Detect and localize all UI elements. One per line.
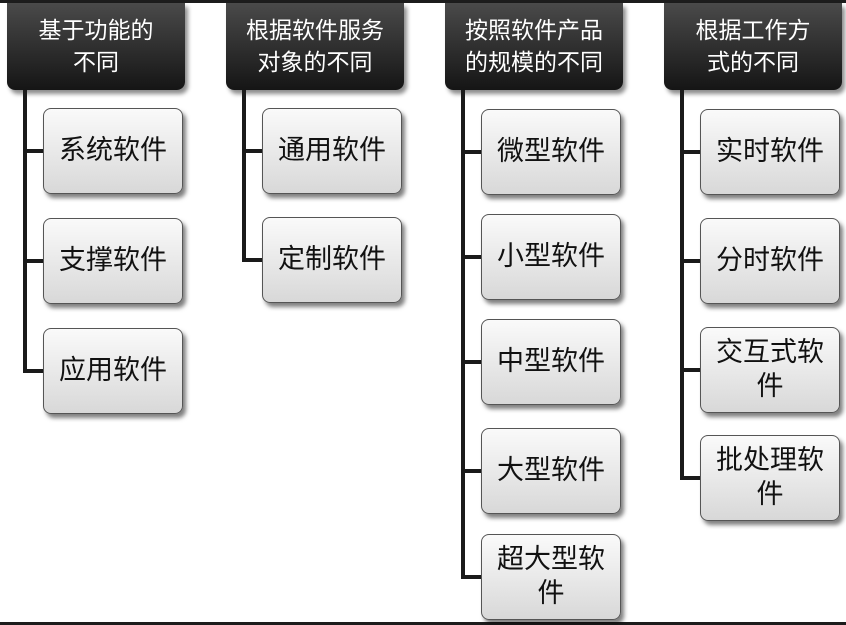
software-type-node: 实时软件 — [700, 109, 840, 195]
branch-connector — [680, 476, 700, 480]
software-type-node: 交互式软件 — [700, 327, 840, 413]
software-type-node: 批处理软件 — [700, 435, 840, 521]
branch-connector — [242, 149, 262, 153]
tree-connector — [242, 90, 246, 262]
header-line: 根据软件服务 — [246, 17, 384, 44]
software-type-node: 定制软件 — [262, 217, 402, 303]
branch-connector — [680, 150, 700, 154]
branch-connector — [680, 368, 700, 372]
branch-connector — [461, 150, 481, 154]
tree-connector — [461, 90, 465, 579]
header-line: 式的不同 — [707, 49, 799, 76]
tree-connector — [680, 90, 684, 480]
branch-connector — [461, 575, 481, 579]
header-line: 基于功能的 — [38, 17, 154, 44]
software-type-node: 微型软件 — [481, 109, 621, 195]
top-border — [0, 0, 846, 3]
tree-connector — [23, 90, 27, 373]
header-line: 不同 — [73, 49, 119, 76]
software-type-node: 超大型软件 — [481, 534, 621, 620]
software-type-node: 通用软件 — [262, 108, 402, 194]
category-header: 按照软件产品 的规模的不同 — [445, 3, 623, 90]
bottom-border — [0, 622, 846, 625]
header-line: 按照软件产品 — [465, 17, 603, 44]
branch-connector — [242, 258, 262, 262]
branch-connector — [461, 255, 481, 259]
software-type-node: 分时软件 — [700, 218, 840, 304]
software-type-node: 中型软件 — [481, 319, 621, 405]
software-type-node: 小型软件 — [481, 214, 621, 300]
branch-connector — [680, 259, 700, 263]
branch-connector — [461, 469, 481, 473]
branch-connector — [461, 360, 481, 364]
software-type-node: 支撑软件 — [43, 218, 183, 304]
category-header: 基于功能的 不同 — [7, 3, 185, 90]
branch-connector — [23, 149, 43, 153]
branch-connector — [23, 259, 43, 263]
software-type-node: 应用软件 — [43, 328, 183, 414]
header-line: 根据工作方 — [695, 17, 811, 44]
header-line: 对象的不同 — [257, 49, 373, 76]
software-type-node: 系统软件 — [43, 108, 183, 194]
branch-connector — [23, 369, 43, 373]
software-type-node: 大型软件 — [481, 428, 621, 514]
header-line: 的规模的不同 — [465, 49, 603, 76]
category-header: 根据工作方 式的不同 — [664, 3, 842, 90]
category-header: 根据软件服务 对象的不同 — [226, 3, 404, 90]
